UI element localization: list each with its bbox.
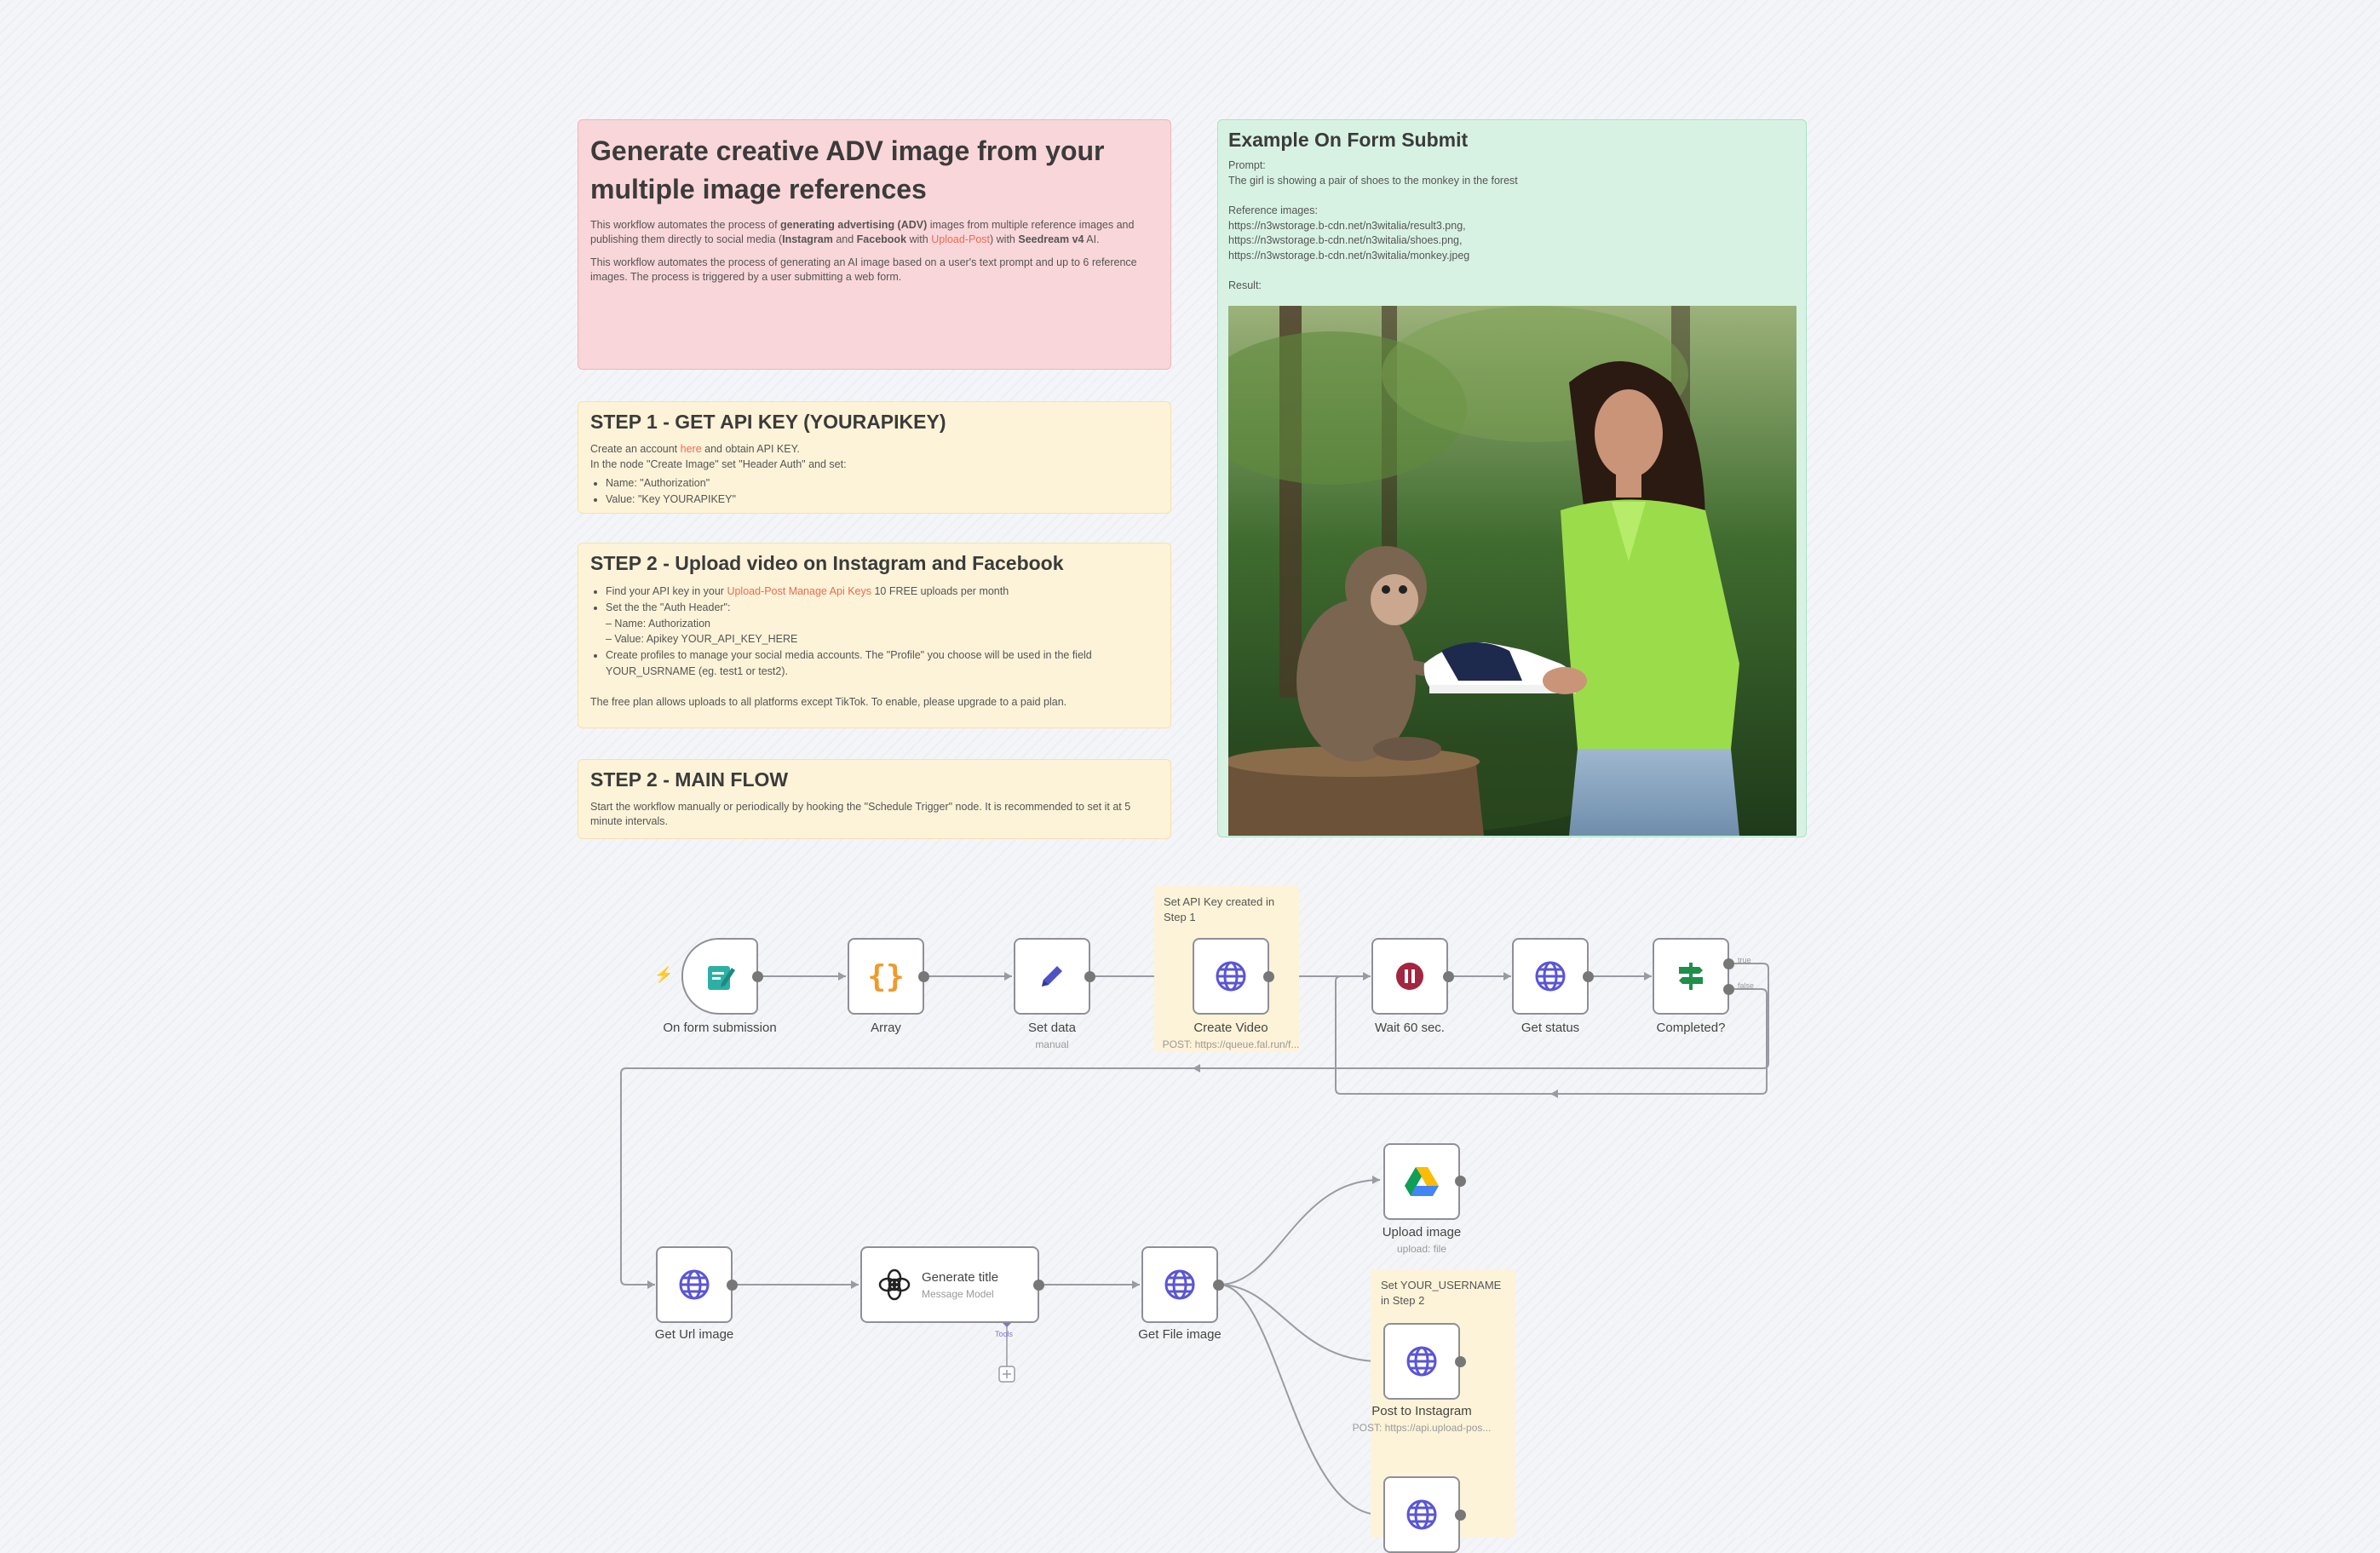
upload-post-link[interactable]: Upload-Post (931, 233, 991, 245)
node-subtitle: manual (1035, 1038, 1069, 1050)
prompt-text: The girl is showing a pair of shoes to t… (1228, 174, 1518, 187)
output-port[interactable] (1213, 1280, 1224, 1291)
intro-paragraph-2: This workflow automates the process of g… (590, 256, 1137, 283)
result-image (1228, 306, 1796, 836)
step3-title: STEP 2 - MAIN FLOW (590, 768, 789, 791)
false-output-port[interactable] (1723, 984, 1734, 995)
node-label: Get Url image (654, 1327, 734, 1342)
step2-bullet: Set the the "Auth Header":– Name: Author… (606, 600, 1158, 647)
node-label: Wait 60 sec. (1375, 1021, 1445, 1035)
globe-icon (1164, 1269, 1195, 1300)
reference-link[interactable]: https://n3wstorage.b-cdn.net/n3witalia/r… (1228, 219, 1466, 232)
example-sticky-note[interactable]: Example On Form Submit Prompt: The girl … (1217, 119, 1807, 837)
output-port[interactable] (1455, 1356, 1466, 1367)
api-signup-link[interactable]: here (680, 443, 702, 455)
node-upload-image[interactable] (1383, 1143, 1460, 1220)
step2-sticky-note[interactable]: STEP 2 - Upload video on Instagram and F… (578, 543, 1171, 728)
reference-link[interactable]: https://n3wstorage.b-cdn.net/n3witalia/s… (1228, 234, 1463, 246)
node-subtitle: POST: https://queue.fal.run/f... (1162, 1038, 1300, 1050)
node-label: Generate title (922, 1269, 999, 1285)
intro-sticky-note[interactable]: Generate creative ADV image from your mu… (578, 119, 1171, 370)
step3-sticky-note[interactable]: STEP 2 - MAIN FLOW Start the workflow ma… (578, 759, 1171, 839)
step3-text: Start the workflow manually or periodica… (590, 801, 1131, 827)
node-completed[interactable] (1653, 938, 1729, 1015)
step1-bullets: Name: "Authorization" Value: "Key YOURAP… (590, 475, 1158, 508)
intro-paragraph-1: This workflow automates the process of g… (590, 218, 1135, 245)
globe-icon (679, 1269, 710, 1300)
step2-bullets: Find your API key in your Upload-Post Ma… (590, 584, 1158, 680)
step2-bullet: Create profiles to manage your social me… (606, 647, 1158, 680)
node-label: Post to Instagram (1371, 1404, 1472, 1418)
braces-icon: {} (867, 958, 905, 994)
node-array[interactable]: {} (848, 938, 924, 1015)
step1-bullet: Value: "Key YOURAPIKEY" (606, 492, 1158, 508)
intro-title: Generate creative ADV image from your mu… (590, 135, 1105, 205)
username-sticky-text: Set YOUR_USERNAME in Step 2 (1381, 1279, 1502, 1307)
node-on-form-submission[interactable] (681, 938, 758, 1015)
output-port[interactable] (1084, 971, 1095, 982)
node-wait[interactable] (1371, 938, 1448, 1015)
node-label: Create Video (1193, 1021, 1268, 1035)
output-port[interactable] (1455, 1176, 1466, 1187)
node-label: Get status (1521, 1021, 1580, 1035)
node-create-video[interactable] (1193, 938, 1269, 1015)
node-get-url-image[interactable] (656, 1246, 733, 1323)
api-key-sticky-text: Set API Key created in Step 1 (1164, 895, 1275, 923)
openai-icon (878, 1268, 911, 1301)
globe-icon (1406, 1346, 1437, 1377)
node-label: On form submission (663, 1021, 777, 1035)
example-title: Example On Form Submit (1228, 129, 1469, 151)
globe-icon (1535, 961, 1566, 992)
step2-footer: The free plan allows uploads to all plat… (590, 695, 1067, 708)
form-icon (708, 966, 735, 990)
prompt-label: Prompt: (1228, 159, 1266, 171)
reference-link[interactable]: https://n3wstorage.b-cdn.net/n3witalia/m… (1228, 249, 1470, 262)
signpost-icon (1679, 963, 1703, 990)
reference-label: Reference images: (1228, 204, 1318, 216)
output-port[interactable] (1455, 1510, 1466, 1521)
node-get-file-image[interactable] (1141, 1246, 1218, 1323)
google-drive-icon (1405, 1167, 1439, 1196)
result-label: Result: (1228, 279, 1262, 291)
output-port[interactable] (1583, 971, 1594, 982)
node-label: Completed? (1656, 1021, 1726, 1035)
node-subtitle: upload: file (1396, 1243, 1447, 1255)
node-generate-title[interactable]: Generate title Message Model (860, 1246, 1039, 1323)
node-label: Get File image (1138, 1327, 1222, 1342)
node-subtitle: POST: https://api.upload-pos... (1352, 1422, 1492, 1434)
step1-line1: Create an account here and obtain API KE… (590, 443, 800, 455)
node-label: Upload image (1382, 1225, 1462, 1240)
output-port[interactable] (752, 971, 763, 982)
tools-label: Tools (995, 1330, 1014, 1338)
manage-api-keys-link[interactable]: Upload-Post Manage Api Keys (727, 585, 871, 597)
output-port[interactable] (1263, 971, 1274, 982)
step1-title: STEP 1 - GET API KEY (YOURAPIKEY) (590, 411, 946, 433)
true-output-port[interactable] (1723, 958, 1734, 969)
step1-bullet: Name: "Authorization" (606, 475, 1158, 492)
output-port[interactable] (1443, 971, 1454, 982)
step2-title: STEP 2 - Upload video on Instagram and F… (590, 552, 1064, 574)
output-port[interactable] (918, 971, 929, 982)
true-branch-label: true (1738, 956, 1751, 964)
pencil-icon (1042, 966, 1062, 986)
globe-icon (1406, 1499, 1437, 1530)
node-label: Set data (1028, 1021, 1076, 1035)
pause-icon (1396, 963, 1423, 990)
node-get-status[interactable] (1512, 938, 1589, 1015)
node-post-to-facebook[interactable] (1383, 1476, 1460, 1553)
trigger-bolt-icon: ⚡ (654, 966, 674, 983)
false-branch-label: false (1738, 981, 1755, 990)
globe-icon (1216, 961, 1246, 992)
node-post-to-instagram[interactable] (1383, 1323, 1460, 1400)
node-label: Array (871, 1021, 901, 1035)
step1-line2: In the node "Create Image" set "Header A… (590, 457, 847, 470)
node-set-data[interactable] (1014, 938, 1090, 1015)
output-port[interactable] (727, 1280, 738, 1291)
node-subtitle: Message Model (922, 1287, 994, 1300)
step1-sticky-note[interactable]: STEP 1 - GET API KEY (YOURAPIKEY) Create… (578, 401, 1171, 514)
output-port[interactable] (1033, 1280, 1044, 1291)
step2-bullet: Find your API key in your Upload-Post Ma… (606, 584, 1158, 600)
